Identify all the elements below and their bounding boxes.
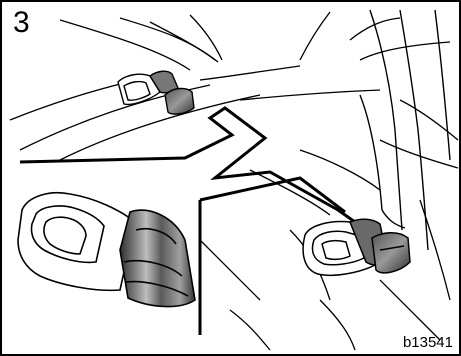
- seat-contour-lines: [10, 12, 458, 350]
- belt-band: [120, 210, 195, 306]
- seat-backrest: [360, 10, 450, 250]
- figure-code: b13541: [403, 335, 453, 350]
- front-latch: [372, 233, 410, 273]
- tongue-plate-large: [18, 193, 135, 291]
- rear-latch-small: [165, 88, 194, 114]
- step-number: 3: [13, 8, 30, 38]
